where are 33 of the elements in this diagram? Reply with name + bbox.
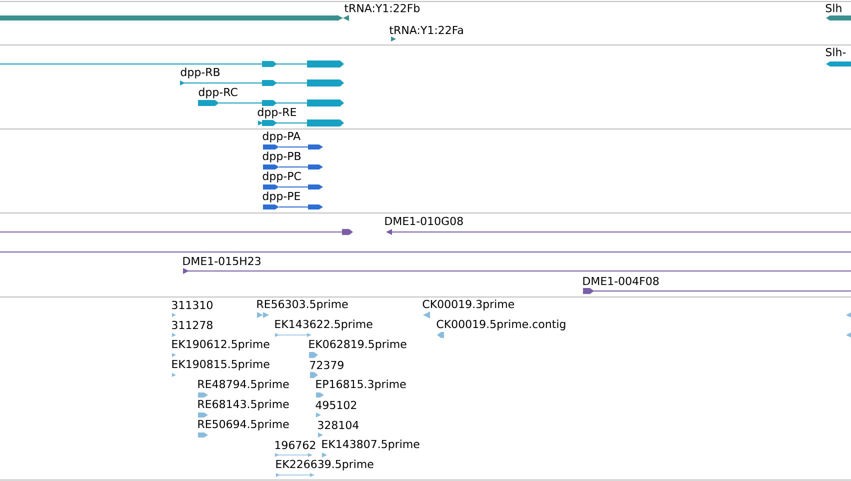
feature-label: EK190815.5prime	[172, 360, 270, 370]
feature-label: EP16815.3prime	[316, 380, 406, 390]
feature-label: DME1-015H23	[183, 256, 260, 266]
feature-label: EK062819.5prime	[309, 340, 406, 350]
feature-label: CK00019.3prime	[422, 300, 514, 310]
feature-label: RE68143.5prime	[198, 400, 289, 410]
feature-label: RE56303.5prime	[257, 300, 348, 310]
feature-label: RE50694.5prime	[198, 420, 289, 430]
feature-label: dpp-RB	[180, 68, 220, 78]
feature-label: dpp-PE	[262, 192, 300, 202]
feature-label: EK190612.5prime	[172, 340, 270, 350]
feature-label: RE48794.5prime	[198, 380, 289, 390]
feature-label: dpp-PB	[262, 152, 301, 162]
feature-label: tRNA:Y1:22Fb	[344, 4, 420, 12]
feature-label: 72379	[310, 360, 344, 370]
feature-label: dpp-PC	[262, 172, 301, 182]
feature-label: DME1-010G08	[385, 216, 463, 226]
feature-label: EK143622.5prime	[275, 320, 372, 330]
feature-label: DME1-004F08	[583, 276, 659, 286]
feature-label: Slh-	[826, 48, 846, 56]
feature-label: 311278	[172, 320, 212, 330]
feature-label: 311310	[172, 300, 212, 310]
feature-label: Slh	[826, 4, 842, 12]
feature-label: 495102	[316, 400, 356, 410]
feature-label: CK00019.5prime.contig	[436, 320, 566, 330]
feature-label: dpp-PA	[262, 132, 300, 142]
feature-label: EK143807.5prime	[322, 440, 420, 450]
feature-label: dpp-RC	[198, 88, 238, 98]
feature-label: 196762	[275, 440, 316, 450]
feature-label: dpp-RE	[258, 108, 296, 118]
feature-label: EK226639.5prime	[276, 460, 374, 470]
feature-label: tRNA:Y1:22Fa	[390, 26, 463, 34]
feature-label: 328104	[318, 420, 359, 430]
